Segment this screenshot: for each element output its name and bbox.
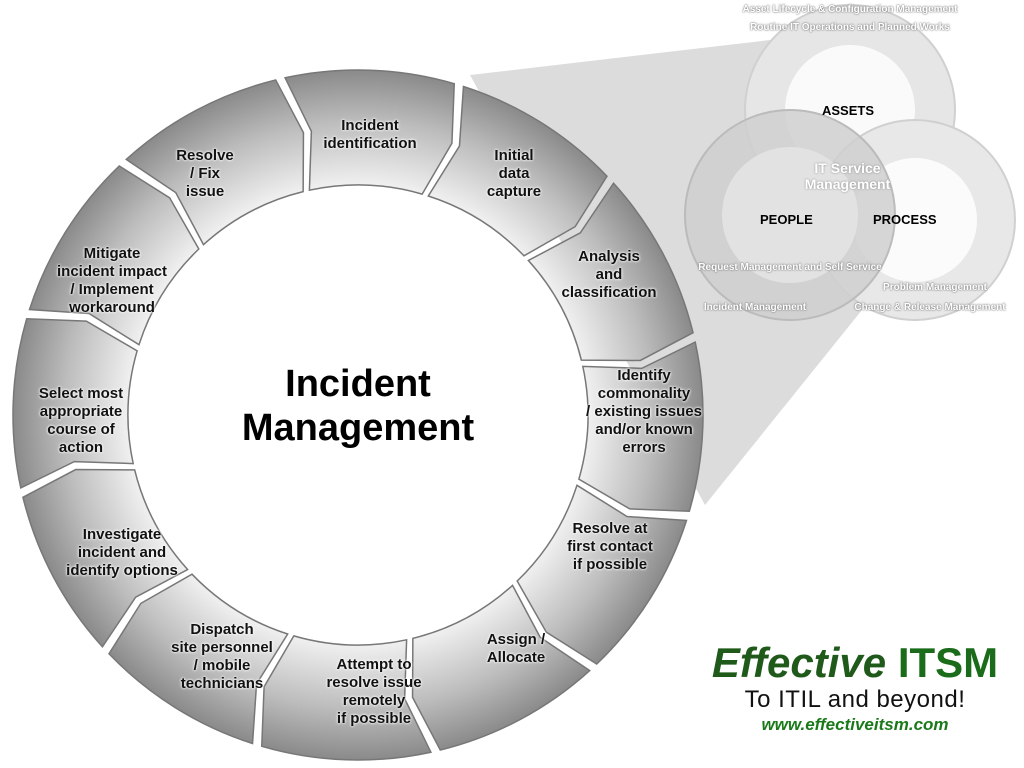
- step-identify-commonality: Identify commonality / existing issues a…: [586, 367, 702, 456]
- ring-segment: [427, 85, 608, 257]
- step-resolve-fix: Resolve / Fix issue: [176, 147, 234, 200]
- step-initial-data-capture: Initial data capture: [486, 147, 542, 200]
- logo: Effective ITSM To ITIL and beyond! www.e…: [700, 640, 1010, 736]
- ring-segment: [125, 79, 305, 246]
- ring-center: [130, 187, 586, 643]
- ring-segment: [260, 634, 433, 761]
- logo-word-effective: Effective: [711, 639, 887, 686]
- ring-people-outer: Incident Management: [703, 302, 807, 313]
- logo-word-itsm: ITSM: [897, 639, 999, 686]
- process-label: PROCESS: [873, 212, 937, 227]
- venn-circles: [684, 4, 1016, 321]
- ring-segment: [108, 573, 289, 745]
- step-analysis-classification: Analysis and classification: [561, 248, 657, 301]
- logo-tagline: To ITIL and beyond!: [744, 686, 966, 713]
- process-ring: [12, 69, 704, 761]
- step-dispatch: Dispatch site personnel / mobile technic…: [171, 621, 273, 692]
- step-select-action: Select most appropriate course of action: [38, 385, 124, 456]
- people-inner: [722, 147, 858, 283]
- ring-segment: [527, 182, 694, 362]
- ring-segment: [283, 69, 456, 196]
- ring-assets-outer: Asset Lifecycle & Configuration Manageme…: [742, 4, 958, 15]
- ring-segment: [28, 165, 200, 346]
- logo-title: Effective ITSM: [700, 640, 1010, 686]
- ring-assets-inner: Routine IT Operations and Planned Works: [750, 22, 950, 33]
- step-assign-allocate: Assign / Allocate: [486, 631, 546, 666]
- logo-url[interactable]: www.effectiveitsm.com: [761, 715, 949, 734]
- step-incident-identification: Incident identification: [323, 117, 417, 152]
- ring-process-outer: Change & Release Management: [854, 302, 1006, 313]
- step-investigate: Investigate incident and identify option…: [66, 526, 178, 579]
- diagram-title: Incident Management: [241, 363, 475, 449]
- itsm-center-label: IT Service Management: [804, 160, 891, 192]
- ring-segment: [12, 317, 139, 490]
- ring-process-inner: Problem Management: [883, 282, 987, 293]
- people-label: PEOPLE: [760, 212, 813, 227]
- ring-people-inner: Request Management and Self Service: [698, 262, 882, 273]
- step-resolve-first-contact: Resolve at first contact if possible: [567, 520, 653, 573]
- ring-segment: [577, 340, 704, 513]
- step-mitigate: Mitigate incident impact / Implement wor…: [56, 245, 168, 316]
- ring-segment: [516, 484, 688, 665]
- step-attempt-remote: Attempt to resolve issue remotely if pos…: [326, 656, 422, 727]
- ring-segment: [411, 584, 591, 751]
- ring-segment: [22, 468, 189, 648]
- assets-label: ASSETS: [822, 103, 875, 118]
